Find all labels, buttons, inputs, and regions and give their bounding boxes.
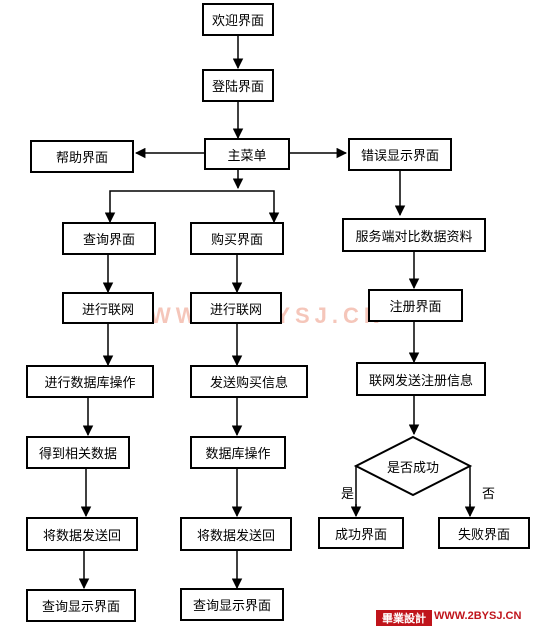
node-error: 错误显示界面 xyxy=(348,138,452,171)
node-send-back-mid: 将数据发送回 xyxy=(180,517,292,551)
node-server-compare: 服务端对比数据资料 xyxy=(342,218,486,252)
node-connect-left: 进行联网 xyxy=(62,292,154,324)
node-purchase: 购买界面 xyxy=(190,222,284,255)
decision-label: 是否成功 xyxy=(386,460,439,476)
node-fail: 失败界面 xyxy=(438,517,530,549)
node-connect-mid: 进行联网 xyxy=(190,292,282,324)
node-send-register: 联网发送注册信息 xyxy=(356,362,486,396)
node-db-op-mid: 数据库操作 xyxy=(190,436,286,469)
node-query: 查询界面 xyxy=(62,222,156,255)
node-query-display-mid: 查询显示界面 xyxy=(180,588,284,621)
node-query-display-left: 查询显示界面 xyxy=(26,589,136,622)
label-no: 否 xyxy=(482,487,496,502)
node-help: 帮助界面 xyxy=(30,140,134,173)
node-register: 注册界面 xyxy=(368,289,463,322)
node-success: 成功界面 xyxy=(318,517,404,549)
branch-query-purchase xyxy=(109,190,275,220)
label-yes: 是 xyxy=(341,487,355,502)
node-send-purchase: 发送购买信息 xyxy=(190,365,308,398)
node-welcome: 欢迎界面 xyxy=(202,3,274,36)
footer-url: WWW.2BYSJ.CN xyxy=(434,610,522,622)
node-send-back-left: 将数据发送回 xyxy=(26,517,138,551)
node-login: 登陆界面 xyxy=(202,69,274,102)
node-get-data: 得到相关数据 xyxy=(26,436,130,469)
node-main-menu: 主菜单 xyxy=(204,138,290,170)
decision-diamond xyxy=(353,435,473,497)
node-db-op-left: 进行数据库操作 xyxy=(26,365,154,398)
footer-logo: 畢業設計 xyxy=(376,610,432,626)
